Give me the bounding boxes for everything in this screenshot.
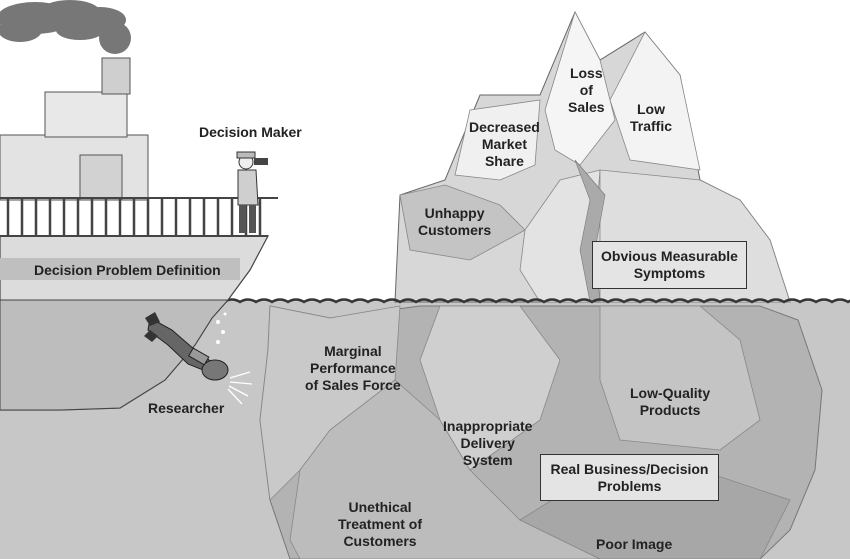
real-business-problems-box: Real Business/Decision Problems xyxy=(540,454,719,501)
iceberg-facet-peak xyxy=(544,10,616,166)
ship-cabin-lower xyxy=(0,134,149,201)
ship-hull-stripe xyxy=(0,258,240,280)
decision-maker-label: Decision Maker xyxy=(199,124,302,140)
iceberg-underwater-facet-3 xyxy=(599,305,761,451)
decreased-market-share-label: Decreased Market Share xyxy=(469,119,540,169)
ship-smoke xyxy=(0,0,131,54)
poor-image-label: Poor Image xyxy=(596,536,673,552)
unhappy-customers-label: Unhappy Customers xyxy=(418,205,492,238)
ship-railing-posts xyxy=(6,198,262,236)
ship-cabin-upper xyxy=(44,91,128,138)
low-quality-products-label: Low-Quality Products xyxy=(630,385,711,418)
obvious-measurable-symptoms-box: Obvious Measurable Symptoms xyxy=(592,241,747,289)
ship-railing xyxy=(0,197,278,237)
loss-of-sales-label: Loss of Sales xyxy=(568,65,605,115)
ship-cabin-window xyxy=(79,154,123,201)
researcher-label: Researcher xyxy=(148,400,225,416)
iceberg-facet-crack xyxy=(574,159,606,303)
iceberg-facet-top-left xyxy=(454,99,541,181)
low-traffic-label: Low Traffic xyxy=(630,101,673,134)
marginal-performance-label: Marginal Performance of Sales Force xyxy=(305,343,401,393)
iceberg-facet-right-peak xyxy=(609,31,701,171)
ship-hull-underwater xyxy=(0,299,230,411)
inappropriate-delivery-label: Inappropriate Delivery System xyxy=(443,418,533,468)
obvious-measurable-symptoms-label: Obvious Measurable Symptoms xyxy=(601,248,738,281)
ship-funnel xyxy=(101,57,131,95)
real-business-problems-label: Real Business/Decision Problems xyxy=(550,460,709,494)
decision-maker-figure xyxy=(236,151,268,233)
decision-problem-definition-label: Decision Problem Definition xyxy=(34,262,221,278)
unethical-treatment-label: Unethical Treatment of Customers xyxy=(338,499,423,549)
iceberg-underwater-facet-5 xyxy=(419,305,561,471)
researcher-diver xyxy=(144,312,253,405)
